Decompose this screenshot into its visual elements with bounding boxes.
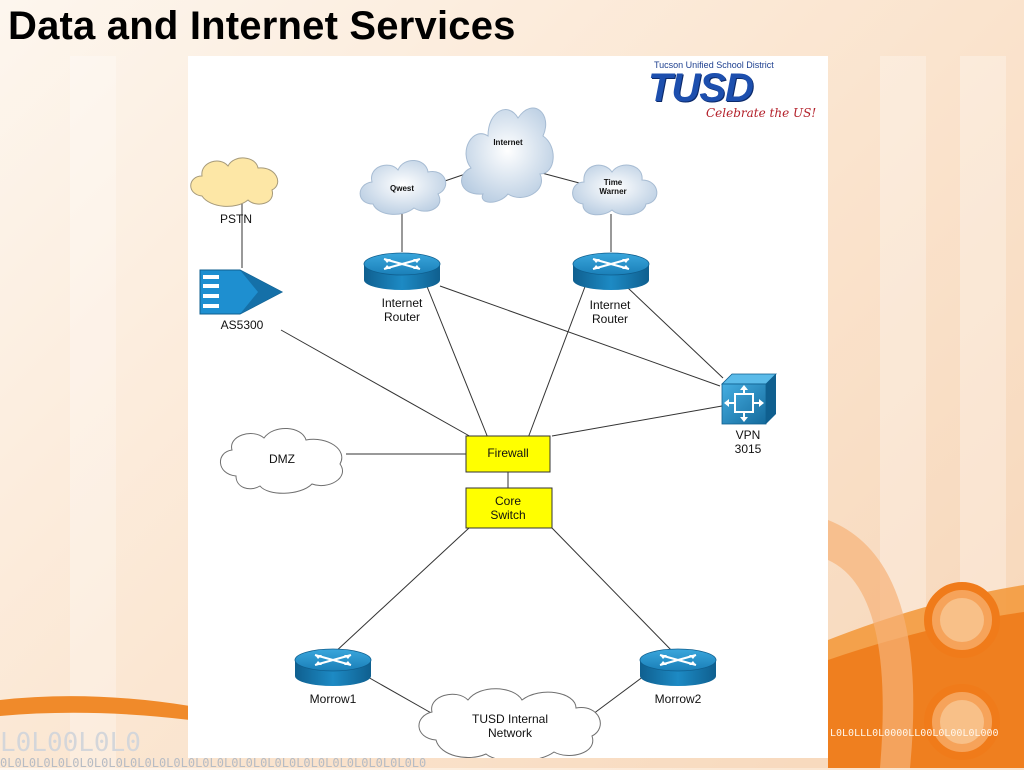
router2-label: Internet Router — [589, 298, 631, 326]
logo-tagline: Celebrate the US! — [706, 106, 817, 120]
internal-network-cloud-icon — [418, 688, 601, 758]
link-router1-vpn — [439, 285, 721, 387]
internal-network-label: TUSD Internal Network — [471, 712, 549, 740]
router1-label: Internet Router — [381, 296, 423, 324]
vpn-label: VPN 3015 — [734, 428, 762, 456]
binary-decoration-right: L0L0LLL0L0000LL00L0L00L0L000 — [830, 728, 999, 739]
router-icon — [571, 251, 651, 292]
internet-label: Internet — [493, 138, 523, 147]
qwest-cloud-icon — [359, 160, 447, 215]
link-router2-firewall — [527, 283, 587, 439]
dmz-cloud-icon — [220, 428, 343, 494]
firewall-label: Firewall — [487, 446, 529, 460]
time-warner-label: Time Warner — [599, 178, 627, 196]
router-icon — [638, 647, 718, 688]
link-core-morrow2 — [551, 527, 676, 655]
core-switch-box — [465, 487, 553, 529]
dmz-label: DMZ — [269, 452, 295, 466]
link-morrow2-internal — [592, 675, 645, 715]
router-icon — [362, 251, 442, 292]
link-core-morrow1 — [332, 527, 470, 655]
firewall-box — [465, 435, 551, 473]
router-icon — [293, 647, 373, 688]
logo-district-name: Tucson Unified School District — [654, 60, 774, 70]
qwest-label: Qwest — [389, 184, 415, 193]
binary-decoration-bottom: 0L0L0L0L0L0L0L0L0L0L0L0L0L0L0L0L0L0L0L0L… — [0, 756, 427, 770]
diagram-canvas — [190, 107, 777, 758]
time-warner-cloud-icon — [572, 164, 658, 216]
pstn-cloud-icon — [190, 157, 279, 207]
morrow1-label: Morrow1 — [309, 692, 357, 706]
link-router2-vpn — [627, 287, 724, 379]
link-as5300-firewall — [280, 329, 474, 439]
core-switch-label: Core Switch — [490, 494, 526, 522]
binary-decoration-left: L0L00L0L0 — [0, 728, 141, 758]
access-server-icon — [199, 269, 284, 315]
link-morrow1-internal — [365, 675, 434, 715]
link-vpn-firewall — [551, 405, 723, 437]
links — [241, 167, 724, 715]
link-router1-firewall — [425, 283, 489, 439]
tusd-logo: TUSD — [648, 66, 754, 110]
morrow2-label: Morrow2 — [654, 692, 702, 706]
slide-title: Data and Internet Services — [8, 4, 516, 48]
pstn-label: PSTN — [219, 212, 253, 226]
network-diagram: Internet Qwest Time Warner PSTN AS5300 I… — [188, 56, 828, 758]
vpn-concentrator-icon — [721, 373, 777, 425]
internet-cloud-icon — [461, 107, 554, 203]
as5300-label: AS5300 — [220, 318, 264, 332]
